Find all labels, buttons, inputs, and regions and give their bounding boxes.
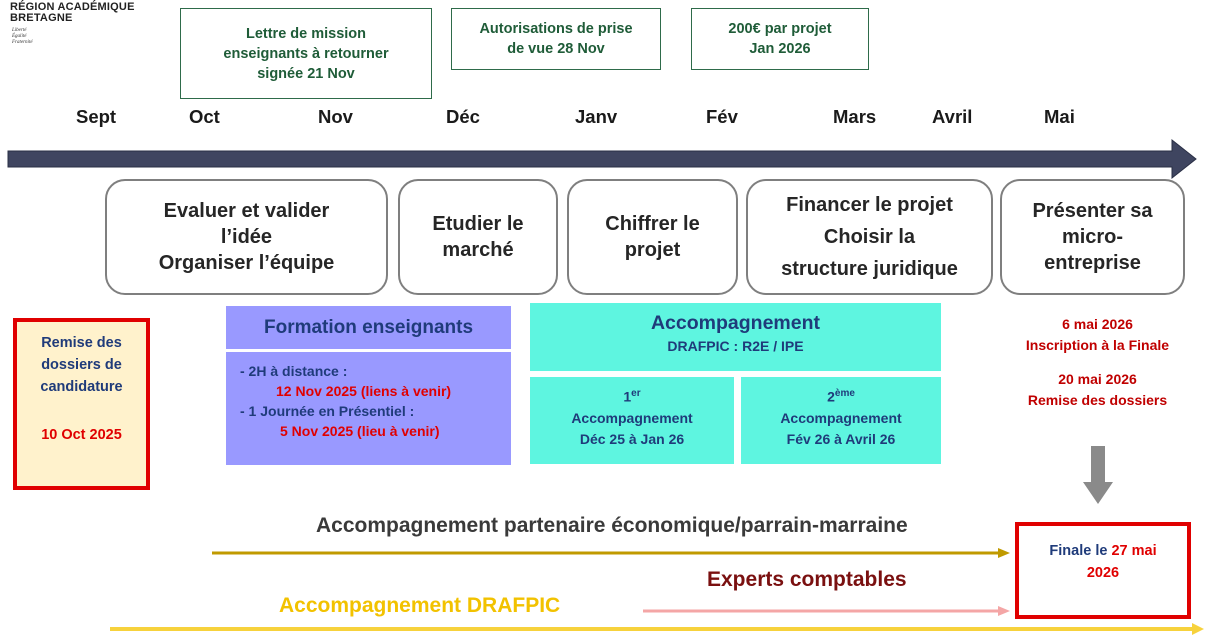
down-arrow-icon [1083,446,1113,504]
phase-etudier: Etudier le marché [398,179,558,295]
month-oct: Oct [189,106,220,127]
accompagnement-second: 2ème Accompagnement Fév 26 à Avril 26 [741,377,941,464]
second-sup: ème [834,388,855,399]
partner-label: Accompagnement partenaire économique/par… [316,514,908,537]
phase-line: micro- [1061,226,1124,248]
phase-line: Etudier le [432,213,524,235]
phase-chiffrer: Chiffrer le projet [567,179,738,295]
phase-line: Présenter sa [1032,200,1153,222]
note-lettre-mission: Lettre de mission enseignants à retourne… [180,8,432,99]
first-label: Accompagnement [571,409,693,426]
month-mars: Mars [833,106,877,127]
motto-fraternite: Fraternité [12,40,33,45]
note-text: Lettre de mission [245,25,367,42]
second-num: 2 [827,388,835,405]
month-nov: Nov [318,106,353,127]
accompagnement-header: Accompagnement DRAFPIC : R2E / IPE [530,303,941,371]
candidature-line: candidature [40,379,123,395]
mai-event-line: 6 mai 2026 [1062,316,1133,332]
month-fev: Fév [706,106,738,127]
accompagnement-title: Accompagnement [650,312,821,334]
phase-evaluer: Evaluer et valider l’idée Organiser l’éq… [105,179,388,295]
drafpic-label: Accompagnement DRAFPIC [279,594,561,617]
formation-title: Formation enseignants [263,316,474,338]
month-mai: Mai [1044,106,1075,127]
logo-motto: Liberté Égalité Fraternité [12,28,33,46]
timeline-arrow [7,138,1197,180]
month-janv: Janv [575,106,618,127]
note-text: Autorisations de prise [479,21,633,37]
finale-box: Finale le 27 mai 2026 [1015,522,1191,619]
month-avril: Avril [932,106,973,127]
experts-line [643,606,1010,616]
partner-line [212,548,1010,558]
phase-line: Financer le projet [786,194,953,216]
first-sup: er [631,388,641,399]
note-text: de vue 28 Nov [507,41,605,57]
second-dates: Fév 26 à Avril 26 [786,430,896,447]
accompagnement-subtitle: DRAFPIC : R2E / IPE [667,338,804,354]
finale-year: 2026 [1086,565,1120,581]
logo-line-1: RÉGION ACADÉMIQUE [10,1,135,13]
phase-line: Choisir la [823,226,916,248]
phase-line: marché [442,239,514,261]
finale-prefix: Finale le [1049,543,1108,559]
academy-logo: RÉGION ACADÉMIQUE BRETAGNE [10,2,135,24]
formation-details: - 2H à distance : 12 Nov 2025 (liens à v… [226,352,511,465]
mai-event-line: Inscription à la Finale [1025,337,1170,353]
logo-line-2: BRETAGNE [10,12,73,24]
mai-event-line: Remise des dossiers [1027,392,1168,408]
accompagnement-first: 1er Accompagnement Déc 25 à Jan 26 [530,377,734,464]
formation-item-label: - 2H à distance : [240,363,348,379]
note-text: enseignants à retourner [223,45,389,62]
phase-presenter: Présenter sa micro- entreprise [1000,179,1185,295]
month-dec: Déc [446,106,480,127]
phase-line: Chiffrer le [605,213,700,235]
phase-line: Organiser l’équipe [158,252,335,274]
note-200-euros: 200€ par projet Jan 2026 [691,8,869,70]
candidature-line: Remise des [41,335,122,351]
motto-egalite: Égalité [12,34,27,39]
month-sept: Sept [76,106,117,127]
drafpic-line [110,623,1204,635]
formation-header: Formation enseignants [226,306,511,349]
phase-financer: Financer le projet Choisir la structure … [746,179,993,295]
candidature-line: dossiers de [41,357,122,373]
candidature-box: Remise des dossiers de candidature 10 Oc… [13,318,150,490]
note-text: 200€ par projet [728,21,832,37]
formation-item-label: - 1 Journée en Présentiel : [240,403,415,419]
first-num: 1 [623,388,632,405]
first-dates: Déc 25 à Jan 26 [579,430,685,447]
note-autorisations: Autorisations de prise de vue 28 Nov [451,8,661,70]
phase-line: entreprise [1044,252,1141,274]
experts-label: Experts comptables [707,568,907,591]
phase-line: l’idée [220,226,273,248]
formation-item-detail: 5 Nov 2025 (lieu à venir) [280,423,440,439]
phase-line: Evaluer et valider [163,200,330,222]
note-text: signée 21 Nov [257,65,355,82]
mai-events: 6 mai 2026 Inscription à la Finale 20 ma… [990,314,1205,411]
phase-line: structure juridique [781,258,958,280]
note-text: Jan 2026 [749,41,811,57]
second-label: Accompagnement [780,409,902,426]
finale-date: 27 mai [1111,543,1157,559]
motto-liberte: Liberté [12,28,27,33]
phase-line: projet [624,239,681,261]
mai-event-line: 20 mai 2026 [1058,371,1137,387]
candidature-date: 10 Oct 2025 [41,427,122,443]
formation-item-detail: 12 Nov 2025 (liens à venir) [276,383,452,399]
